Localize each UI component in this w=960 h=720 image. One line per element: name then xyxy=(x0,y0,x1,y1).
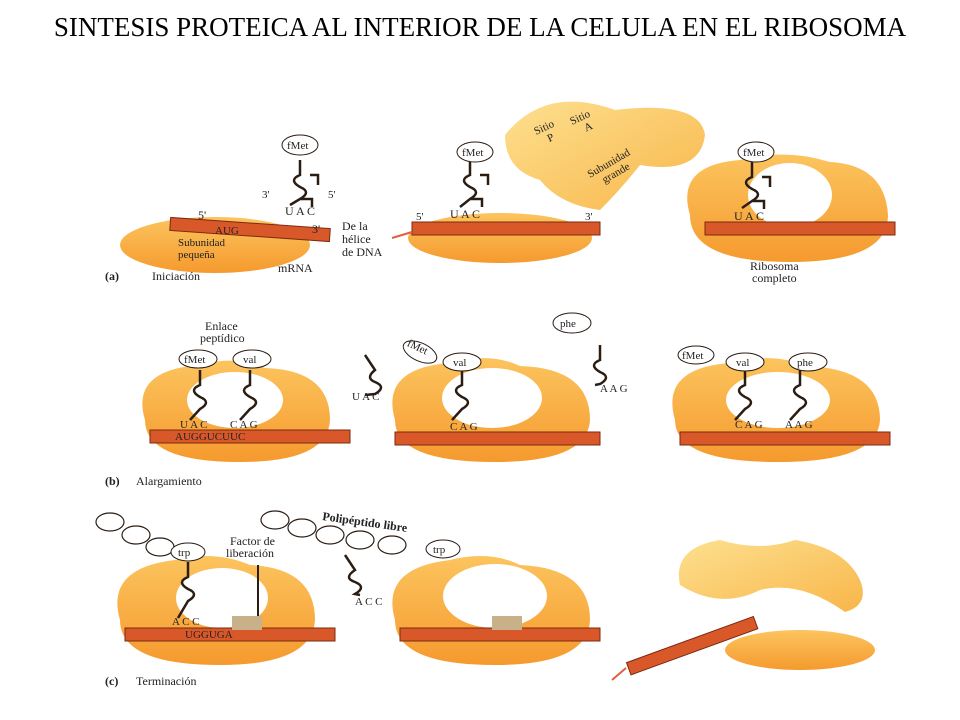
fmet-label: fMet xyxy=(184,354,205,366)
small-subunit xyxy=(725,630,875,670)
prime5-label: 5' xyxy=(198,208,206,222)
phe-bubble xyxy=(552,312,592,334)
anticodon-label: A C C xyxy=(172,616,200,628)
codons-label: AUGGUCUUC xyxy=(175,431,245,443)
caption-a: Iniciación xyxy=(152,269,200,283)
caption-c-letter: (c) xyxy=(105,674,118,688)
trp-label: trp xyxy=(433,544,446,556)
ribosome-cavity xyxy=(726,372,830,428)
anticodon-label: U A C xyxy=(285,204,315,218)
large-subunit xyxy=(505,101,705,210)
trna-icon xyxy=(343,554,363,597)
phe-label: phe xyxy=(560,318,576,330)
mrna-strand xyxy=(124,627,336,642)
trp-bubble xyxy=(425,539,461,559)
anticodon-label: U A C xyxy=(450,207,480,221)
anticodon-label: C A G xyxy=(230,419,258,431)
fmet-label: fMet xyxy=(743,147,764,159)
val-label: val xyxy=(243,354,256,366)
trna-icon xyxy=(289,160,320,207)
exit-arrow xyxy=(611,667,627,681)
val-label: val xyxy=(736,357,749,369)
trna-icon xyxy=(189,370,258,421)
mrna-label: mRNA xyxy=(278,261,313,275)
exit-arrow xyxy=(391,231,413,239)
fmet-bubble xyxy=(737,141,775,163)
trna-icon xyxy=(176,562,196,619)
trna-icon xyxy=(363,345,608,421)
trna-icon xyxy=(459,160,490,208)
prime3-label: 3' xyxy=(585,211,593,223)
fmet-label: fMet xyxy=(682,350,703,362)
mrna-strand xyxy=(149,429,351,444)
codon-label: AUG xyxy=(215,225,239,237)
caption-b-letter: (b) xyxy=(105,474,120,488)
anticodon-label: U A C xyxy=(734,209,764,223)
anticodon-label: U A C xyxy=(352,391,380,403)
fmet-bubble xyxy=(456,141,494,163)
release-factor xyxy=(492,616,522,630)
phe-bubble xyxy=(788,352,828,372)
prime5-trna-label: 5' xyxy=(328,189,336,201)
anticodon-label: U A C xyxy=(180,419,208,431)
fmet-label: fMet xyxy=(462,147,483,159)
fmet-bubble xyxy=(178,349,218,369)
prime3-trna-label: 3' xyxy=(262,189,270,201)
anticodon-label: A C C xyxy=(355,596,383,608)
caption-a-letter: (a) xyxy=(105,269,119,283)
val-label: val xyxy=(453,357,466,369)
anticodon-label: A A G xyxy=(600,383,628,395)
mrna-strand xyxy=(169,216,331,243)
prime3-label: 3' xyxy=(312,222,320,236)
ribosome-cavity xyxy=(176,568,268,628)
ribosome-cavity xyxy=(442,368,542,428)
polypeptide-chain xyxy=(260,510,407,555)
ribosome-cavity xyxy=(443,564,547,628)
fmet-bubble xyxy=(402,340,438,364)
mrna-strand xyxy=(625,615,759,676)
polypeptide-chain xyxy=(95,512,175,557)
release-factor xyxy=(232,616,262,630)
codons-label: UGGUGA xyxy=(185,629,233,641)
small-subunit xyxy=(408,213,592,263)
fmet-bubble xyxy=(677,345,715,365)
trna-icon xyxy=(734,370,808,421)
prime5-label: 5' xyxy=(416,211,424,223)
ribosome-cavity xyxy=(187,372,283,428)
caption-b: Alargamiento xyxy=(136,474,202,488)
large-subunit xyxy=(678,540,863,612)
mrna-strand xyxy=(394,431,601,446)
trna-icon xyxy=(741,162,772,210)
anticodon-label: A A G xyxy=(785,419,813,431)
phe-label: phe xyxy=(797,357,813,369)
val-bubble xyxy=(442,352,482,372)
anticodon-label: C A G xyxy=(450,421,478,433)
mrna-strand xyxy=(679,431,891,446)
page-title: SINTESIS PROTEICA AL INTERIOR DE LA CELU… xyxy=(53,12,907,42)
trp-bubble xyxy=(170,542,206,562)
mrna-strand xyxy=(411,221,601,236)
fmet-bubble xyxy=(281,134,319,156)
val-bubble xyxy=(232,349,272,369)
caption-c: Terminación xyxy=(136,674,196,688)
trp-label: trp xyxy=(178,547,191,559)
anticodon-label: C A G xyxy=(735,419,763,431)
fmet-label: fMet xyxy=(287,140,308,152)
mrna-strand xyxy=(704,221,896,236)
val-bubble xyxy=(725,352,765,372)
